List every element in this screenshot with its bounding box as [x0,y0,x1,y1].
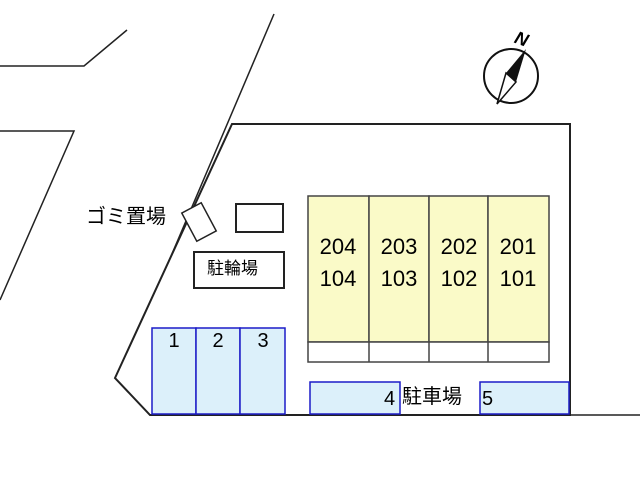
parking-space-number-4: 4 [384,388,396,410]
road-line-upper [0,29,128,67]
unit-upper-204: 204 [319,234,357,259]
building-unit-203-103 [368,195,430,343]
building-unit-204-104 [307,195,370,343]
utility-box [235,203,284,233]
unit-upper-203: 203 [380,234,418,259]
road-line-diagonal [165,13,275,269]
bicycle-parking-box [193,251,285,289]
unit-upper-202: 202 [440,234,478,259]
unit-lower-101: 101 [499,266,537,291]
unit-lower-103: 103 [380,266,418,291]
parking-area [151,327,570,415]
parking-space-2 [195,327,241,415]
compass-icon [483,48,539,105]
parking-space-number-1: 1 [168,330,180,352]
parking-space-3 [239,327,286,415]
bicycle-parking-label: 駐輪場 [207,259,258,279]
parking-space-5 [479,381,570,415]
garbage-area-label: ゴミ置場 [86,204,166,228]
parking-lot-label: 駐車場 [402,384,462,408]
unit-lower-102: 102 [440,266,478,291]
unit-lower-104: 104 [319,266,357,291]
parking-space-number-3: 3 [257,330,269,352]
apartment-building [307,195,550,363]
parking-space-number-5: 5 [482,388,494,410]
garbage-bin [180,201,218,243]
parking-space-4 [309,381,401,415]
parking-space-number-2: 2 [212,330,224,352]
road-line-lower [0,130,76,301]
unit-upper-201: 201 [499,234,537,259]
